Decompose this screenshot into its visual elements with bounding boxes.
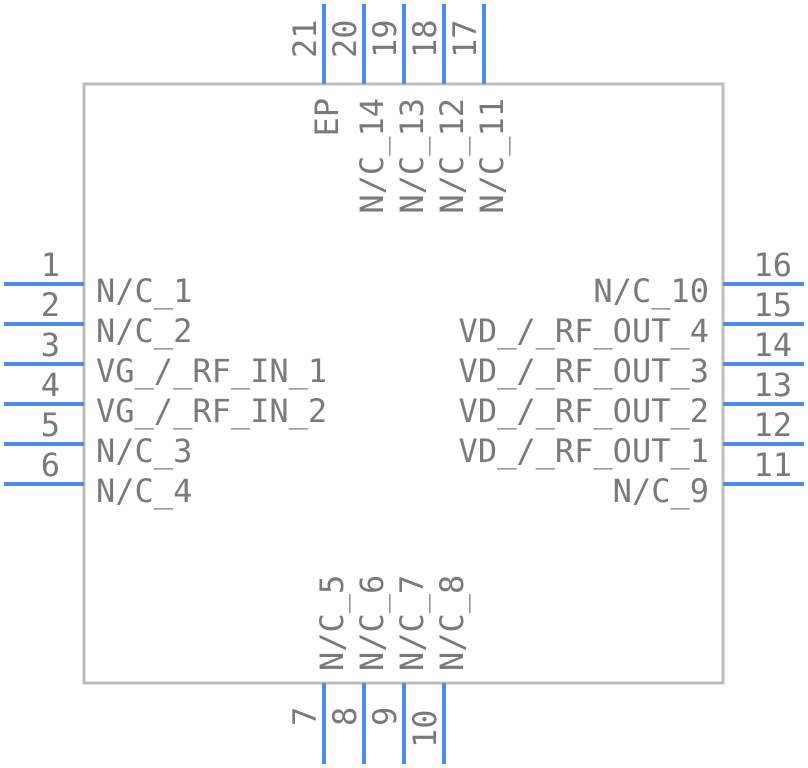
pin-number: 6	[41, 446, 60, 484]
left-pins: 1 2 3 4 5 6 N/C_1 N/C_2 VG_/_RF_IN_1 VG_…	[4, 246, 327, 510]
top-pins: 21 20 19 18 17 EP N/C_14 N/C_13 N/C_12 N…	[286, 4, 511, 214]
pin-name: N/C_6	[353, 575, 391, 671]
bottom-pins: 7 8 9 10 N/C_5 N/C_6 N/C_7 N/C_8	[286, 575, 471, 764]
pin-number: 11	[753, 446, 792, 484]
pin-number: 9	[366, 707, 404, 726]
pin-number: 13	[753, 366, 792, 404]
pin-number: 8	[326, 707, 364, 726]
component-body	[82, 82, 725, 685]
pin-number: 18	[406, 19, 444, 58]
pin-number: 3	[41, 326, 60, 364]
pin-number: 19	[366, 19, 404, 58]
pin-name: EP	[308, 98, 346, 137]
pin-name: VD_/_RF_OUT_3	[459, 352, 709, 390]
pin-number: 20	[326, 19, 364, 58]
pin-number: 17	[446, 19, 484, 58]
pin-name: N/C_14	[353, 98, 391, 214]
pin-name: N/C_13	[393, 98, 431, 214]
pin-name: N/C_9	[613, 472, 709, 510]
pin-number: 14	[753, 326, 792, 364]
pin-name: N/C_8	[433, 575, 471, 671]
pin-name: VD_/_RF_OUT_2	[459, 392, 709, 430]
pin-number: 1	[41, 246, 60, 284]
pin-name: N/C_5	[313, 575, 351, 671]
pin-name: N/C_2	[96, 312, 192, 350]
pin-name: VD_/_RF_OUT_1	[459, 432, 709, 470]
pin-name: N/C_1	[96, 272, 192, 310]
pin-name: N/C_11	[473, 98, 511, 214]
pin-name: VD_/_RF_OUT_4	[459, 312, 709, 350]
pin-number: 12	[753, 406, 792, 444]
pin-name: N/C_4	[96, 472, 192, 510]
right-pins: 16 15 14 13 12 11 N/C_10 VD_/_RF_OUT_4 V…	[459, 246, 804, 510]
pin-name: N/C_12	[433, 98, 471, 214]
pin-number: 5	[41, 406, 60, 444]
pin-number: 10	[406, 709, 444, 748]
pin-number: 15	[753, 286, 792, 324]
pin-name: N/C_7	[393, 575, 431, 671]
pin-name: VG_/_RF_IN_1	[96, 352, 327, 390]
pin-number: 21	[286, 19, 324, 58]
pin-number: 7	[286, 707, 324, 726]
pin-number: 16	[753, 246, 792, 284]
pin-name: N/C_3	[96, 432, 192, 470]
pin-number: 2	[41, 286, 60, 324]
pin-name: VG_/_RF_IN_2	[96, 392, 327, 430]
pin-name: N/C_10	[593, 272, 709, 310]
pin-number: 4	[41, 366, 60, 404]
